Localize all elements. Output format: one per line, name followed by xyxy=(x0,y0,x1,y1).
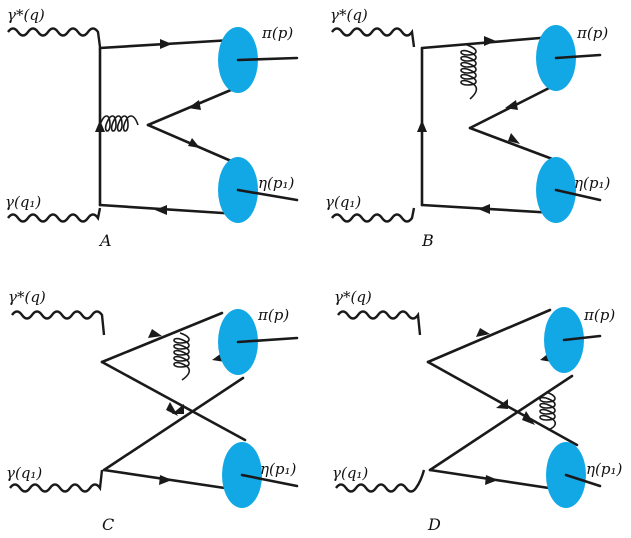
photon-real-label-b: γ(q₁) xyxy=(325,193,361,211)
eta-out-a xyxy=(236,188,299,202)
eta-label-d: η(p₁) xyxy=(586,460,622,478)
photon-virtual-label-d: γ*(q) xyxy=(334,288,372,306)
pion-label-d: π(p) xyxy=(583,306,615,324)
pion-out-d xyxy=(562,334,602,342)
arrow-icon xyxy=(95,120,105,132)
arrow-icon xyxy=(476,328,490,337)
gluon-c xyxy=(173,332,191,381)
quark-lower-diag-b xyxy=(468,126,557,162)
arrow-icon xyxy=(166,402,178,416)
arrow-icon xyxy=(155,205,167,215)
pion-label-a: π(p) xyxy=(261,24,293,42)
gluon-a xyxy=(99,115,139,132)
panel-d: γ*(q) γ(q₁) π(p) η(p₁) D xyxy=(332,288,622,534)
pion-out-b xyxy=(554,53,602,60)
pion-label-c: π(p) xyxy=(257,306,289,324)
arrow-icon xyxy=(522,411,535,425)
photon-real-line-d xyxy=(335,469,426,493)
eta-label-b: η(p₁) xyxy=(574,174,610,192)
arrow-icon xyxy=(505,100,518,110)
panel-caption-c: C xyxy=(102,515,114,534)
arrow-icon xyxy=(188,100,201,110)
quark-top-c xyxy=(100,311,224,364)
arrow-icon xyxy=(496,399,508,409)
photon-real-label-c: γ(q₁) xyxy=(6,464,42,482)
photon-virtual-line-a xyxy=(7,27,102,48)
arrow-icon xyxy=(485,475,498,485)
gluon-b xyxy=(460,44,478,100)
photon-virtual-line-b xyxy=(331,27,416,48)
panel-caption-a: A xyxy=(98,231,112,250)
arrow-icon xyxy=(508,133,520,144)
eta-out-c xyxy=(240,473,299,488)
panel-caption-d: D xyxy=(427,515,441,534)
gluon-d xyxy=(539,391,557,431)
photon-real-line-b xyxy=(331,207,416,223)
pion-label-b: π(p) xyxy=(576,24,608,42)
quark-bottom-a xyxy=(98,203,240,216)
arrow-icon xyxy=(417,120,427,132)
panel-b: γ*(q) γ(q₁) π(p) η(p₁) B xyxy=(325,6,610,250)
arrow-icon xyxy=(160,39,172,49)
pion-out-a xyxy=(236,56,299,62)
eta-label-a: η(p₁) xyxy=(258,174,294,192)
arrow-icon xyxy=(159,475,172,485)
panel-caption-b: B xyxy=(421,231,434,250)
photon-real-line-a xyxy=(7,207,102,223)
eta-label-c: η(p₁) xyxy=(260,460,296,478)
photon-virtual-label-a: γ*(q) xyxy=(7,6,45,24)
arrow-icon xyxy=(188,138,200,148)
photon-virtual-label-b: γ*(q) xyxy=(330,6,368,24)
pion-out-c xyxy=(236,336,299,344)
quark-cross1-c xyxy=(100,360,247,442)
quark-cross2-c xyxy=(102,376,245,472)
eta-out-b xyxy=(554,188,602,202)
quark-cross2-d xyxy=(428,374,574,472)
panel-a: γ*(q) γ(q₁) π(p) η(p₁) A xyxy=(5,6,299,250)
arrow-icon xyxy=(484,36,496,46)
photon-real-label-a: γ(q₁) xyxy=(5,193,41,211)
photon-virtual-line-c xyxy=(11,310,106,336)
eta-out-d xyxy=(564,473,602,488)
photon-real-line-c xyxy=(9,469,104,493)
arrow-icon xyxy=(148,329,162,338)
photon-virtual-label-c: γ*(q) xyxy=(8,288,46,306)
arrow-icon xyxy=(478,204,490,214)
quark-top-d xyxy=(426,308,552,364)
photon-virtual-line-d xyxy=(337,310,422,336)
panel-c: γ*(q) γ(q₁) π(p) η(p₁) C xyxy=(6,288,299,534)
photon-real-label-d: γ(q₁) xyxy=(332,464,368,482)
